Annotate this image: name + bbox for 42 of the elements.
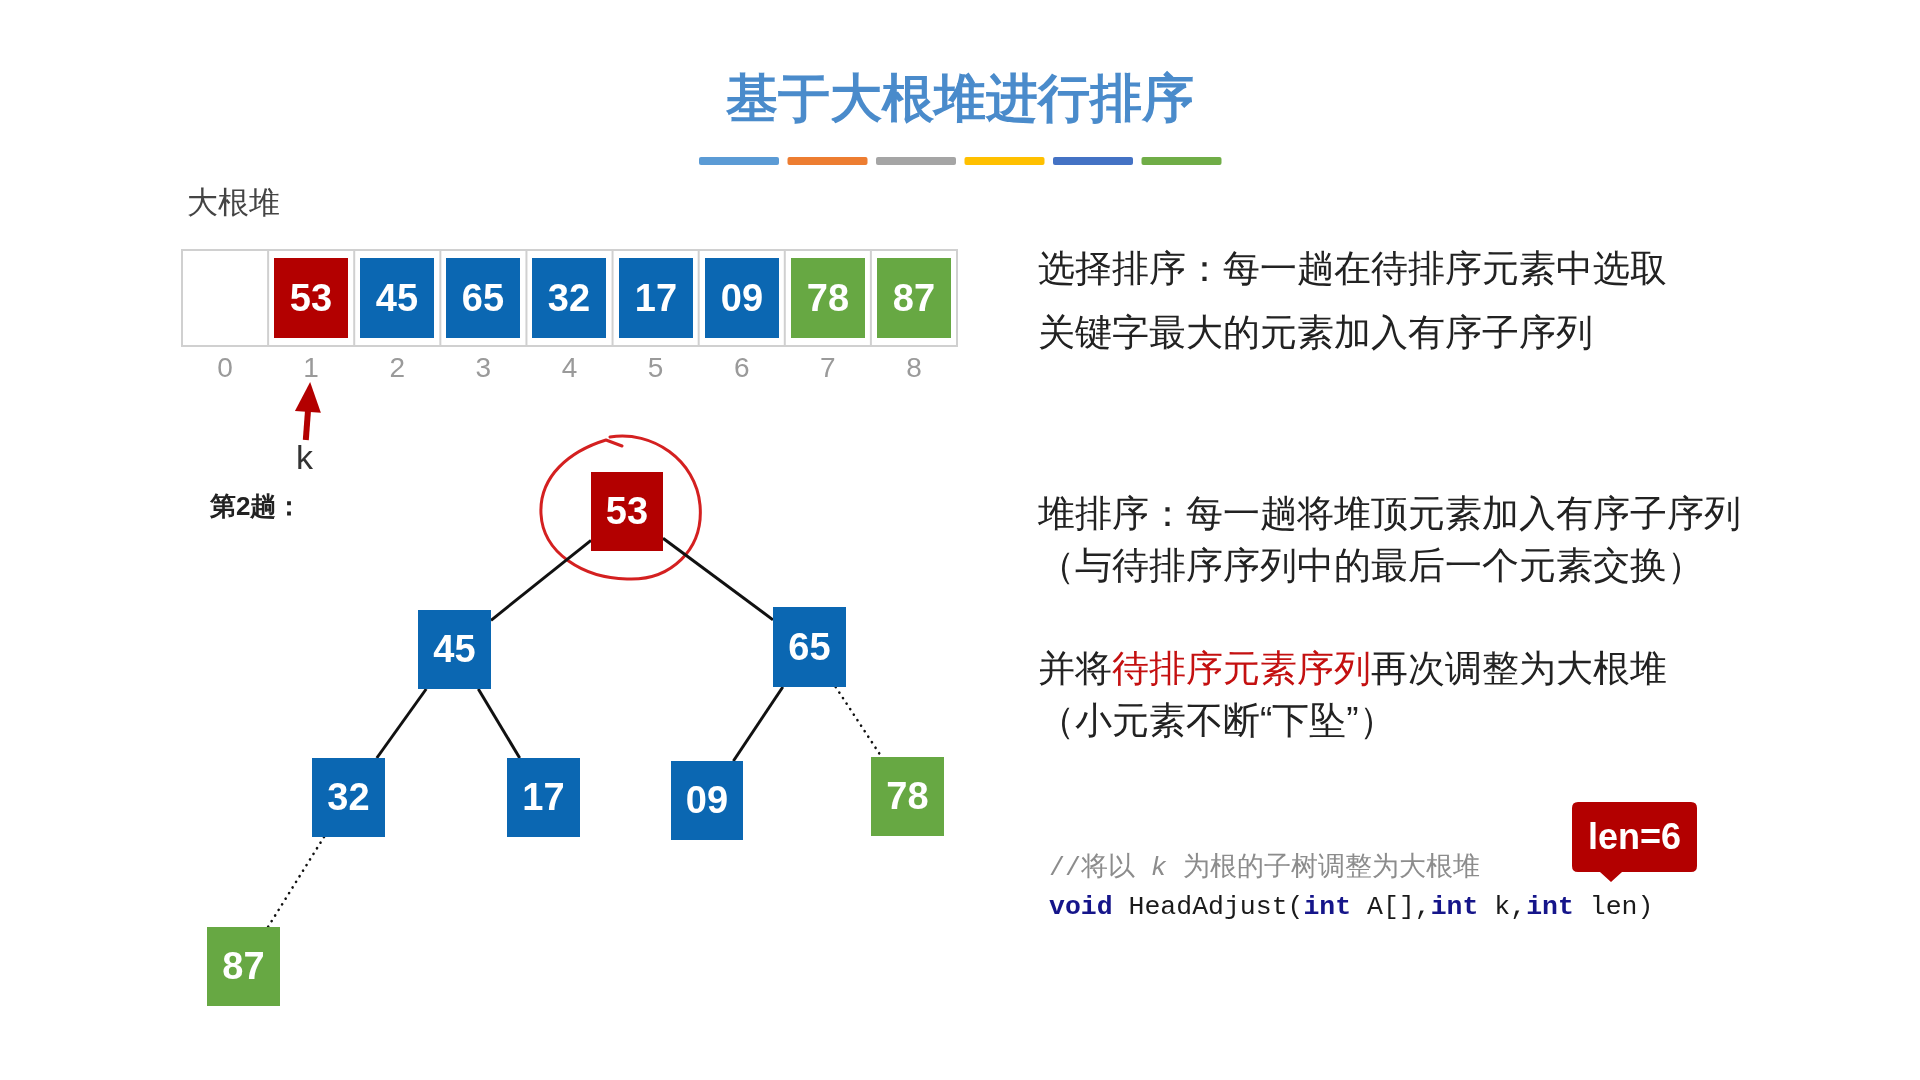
array-element: 45 <box>360 258 434 338</box>
dotted-line <box>266 835 326 929</box>
callout-bubble: len=6 <box>1572 802 1697 882</box>
connector-line <box>490 539 592 622</box>
tree-node: 32 <box>312 758 385 837</box>
index-number: 0 <box>217 354 233 382</box>
index-number: 3 <box>475 354 492 382</box>
variable-label: k <box>296 440 313 474</box>
array-element: 65 <box>446 258 520 338</box>
array-caption: 大根堆 <box>187 186 280 221</box>
pass-label: 第2趟： <box>210 492 303 521</box>
connector-line <box>732 686 785 762</box>
array-element: 09 <box>705 258 779 338</box>
array-element: 17 <box>619 258 693 338</box>
index-number: 8 <box>906 354 922 382</box>
tree-node: 78 <box>871 757 944 836</box>
code-comment: //将以 k 为根的子树调整为大根堆 <box>1049 852 1480 884</box>
connector-line <box>375 688 428 759</box>
slide-title: 基于大根堆进行排序 <box>726 68 1194 129</box>
index-number: 1 <box>303 354 319 382</box>
tree-node: 87 <box>207 927 280 1006</box>
description-text: 并将待排序元素序列再次调整为大根堆（小元素不断“下坠”） <box>1038 647 1668 743</box>
index-number: 4 <box>561 354 578 382</box>
tree-node: 17 <box>507 758 580 837</box>
index-number: 6 <box>733 354 750 382</box>
tree-node: 65 <box>773 607 846 687</box>
tree-node: 53 <box>591 472 663 551</box>
array-element: 53 <box>274 258 348 338</box>
tree-node: 09 <box>671 761 743 840</box>
tree-node: 45 <box>418 610 491 689</box>
index-number: 5 <box>647 354 664 382</box>
arrow <box>294 381 321 441</box>
code-line: void HeadAdjust(int A[],int k,int len) <box>1049 891 1654 923</box>
index-number: 2 <box>389 354 406 382</box>
array-element: 78 <box>791 258 865 338</box>
connector-line <box>662 537 774 622</box>
array-element: 87 <box>877 258 951 338</box>
array-element: 32 <box>532 258 606 338</box>
description-text: 选择排序：每一趟在待排序元素中选取关键字最大的元素加入有序子序列 <box>1038 247 1668 355</box>
description-text: 堆排序：每一趟将堆顶元素加入有序子序列（与待排序序列中的最后一个元素交换） <box>1038 492 1742 588</box>
connector-line <box>477 688 521 759</box>
index-number: 7 <box>820 354 836 382</box>
